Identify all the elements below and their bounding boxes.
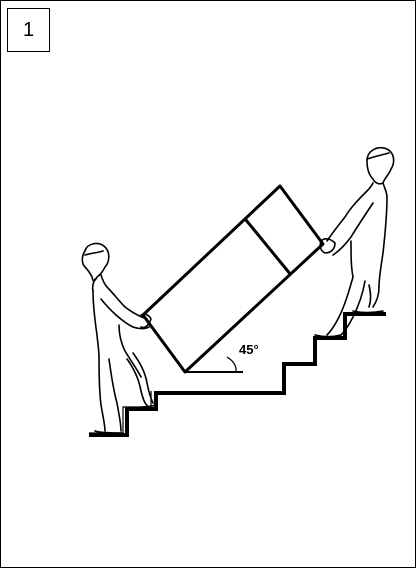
person-carrying-top-icon xyxy=(315,148,394,337)
appliance-box-icon xyxy=(143,186,323,372)
angle-label: 45° xyxy=(239,342,259,357)
staircase-icon xyxy=(89,314,386,435)
person-carrying-bottom-icon xyxy=(82,244,155,433)
